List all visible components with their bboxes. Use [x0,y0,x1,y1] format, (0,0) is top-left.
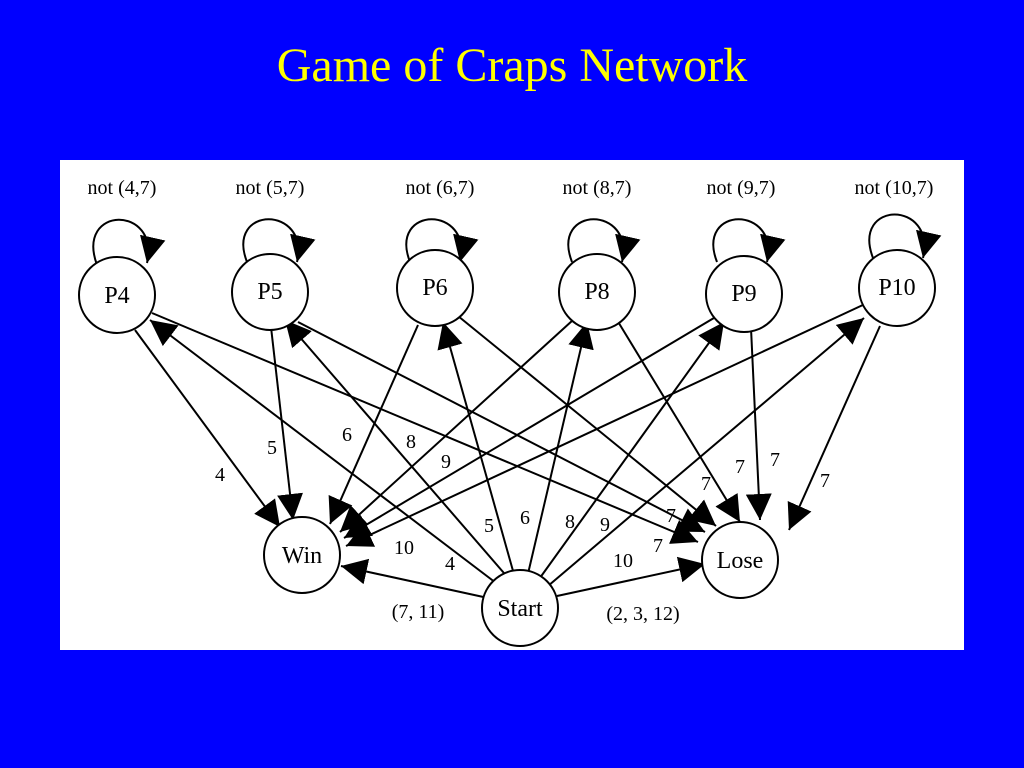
edge-p8-win [339,319,574,533]
edge-label-start-win: (7, 11) [392,601,445,623]
node-p6: P6 [422,275,447,301]
edge-label-p5-win: 5 [267,437,277,459]
edge-start-p9 [536,321,725,583]
node-p5-circle [231,253,309,331]
edge-label-p5-lose: 7 [666,505,676,527]
node-lose-circle [701,521,779,599]
edge-label-p6-win: 6 [342,424,352,446]
edge-label-p8-lose: 7 [735,456,745,478]
edge-p5-lose [297,321,706,533]
slide-title: Game of Craps Network [276,39,748,92]
loop-p10 [868,213,942,259]
edge-label-start-p10: 10 [613,550,633,572]
loop-p9 [712,218,786,263]
edge-start-p5 [284,319,511,581]
edge-p10-win [345,303,866,547]
edge-p10-lose [787,325,881,531]
loop-label-p8: not (8,7) [563,177,632,199]
edge-start-win [340,558,489,599]
edge-label-p10-lose: 7 [820,470,830,492]
edge-p4-win [134,329,281,528]
edge-start-p10 [547,317,865,587]
edge-label-p9-win: 9 [441,451,451,473]
edge-label-p8-win: 8 [406,431,416,453]
node-win-circle [263,516,341,594]
edge-label-p9-lose: 7 [770,449,780,471]
loop-p5 [242,218,316,263]
edge-label-start-p5: 5 [484,515,494,537]
node-p10-circle [858,249,936,327]
loop-p6 [405,218,479,263]
edge-start-p8 [526,321,594,579]
loop-label-p6: not (6,7) [406,177,475,199]
edge-p9-lose [745,327,772,521]
node-p4-circle [78,256,156,334]
node-p5: P5 [257,279,282,305]
node-p9: P9 [731,281,756,307]
edge-label-start-p9: 9 [600,514,610,536]
edge-label-start-p8: 8 [565,511,575,533]
node-lose: Lose [717,548,764,574]
node-p8-circle [558,253,636,331]
edge-p6-lose [457,315,717,527]
edge-label-p4-win: 4 [215,464,225,486]
edge-p4-lose [151,312,699,544]
node-p6-circle [396,249,474,327]
node-p10: P10 [878,275,915,301]
edge-p8-lose [616,319,741,523]
node-p9-circle [705,255,783,333]
loop-p4 [92,218,166,266]
edge-p9-win [343,311,725,539]
loop-label-p4: not (4,7) [88,177,157,199]
loop-label-p5: not (5,7) [236,177,305,199]
edge-label-start-p4: 4 [445,553,455,575]
loop-label-p10: not (10,7) [855,177,934,199]
node-start-circle [481,569,559,647]
edge-start-lose [556,556,706,597]
node-p4: P4 [104,283,129,309]
edge-label-start-lose: (2, 3, 12) [606,603,679,625]
edge-label-start-p6: 6 [520,507,530,529]
loop-p8 [567,218,641,263]
edge-p6-win [328,324,419,525]
edge-p5-win [270,326,303,521]
node-start: Start [497,596,543,622]
edge-label-p4-lose: 7 [653,535,663,557]
edge-start-p4 [149,319,501,587]
loop-label-p9: not (9,7) [707,177,776,199]
edge-label-p10-win: 10 [394,537,414,559]
edge-label-p6-lose: 7 [701,473,711,495]
node-win: Win [282,543,322,569]
node-p8: P8 [584,279,609,305]
